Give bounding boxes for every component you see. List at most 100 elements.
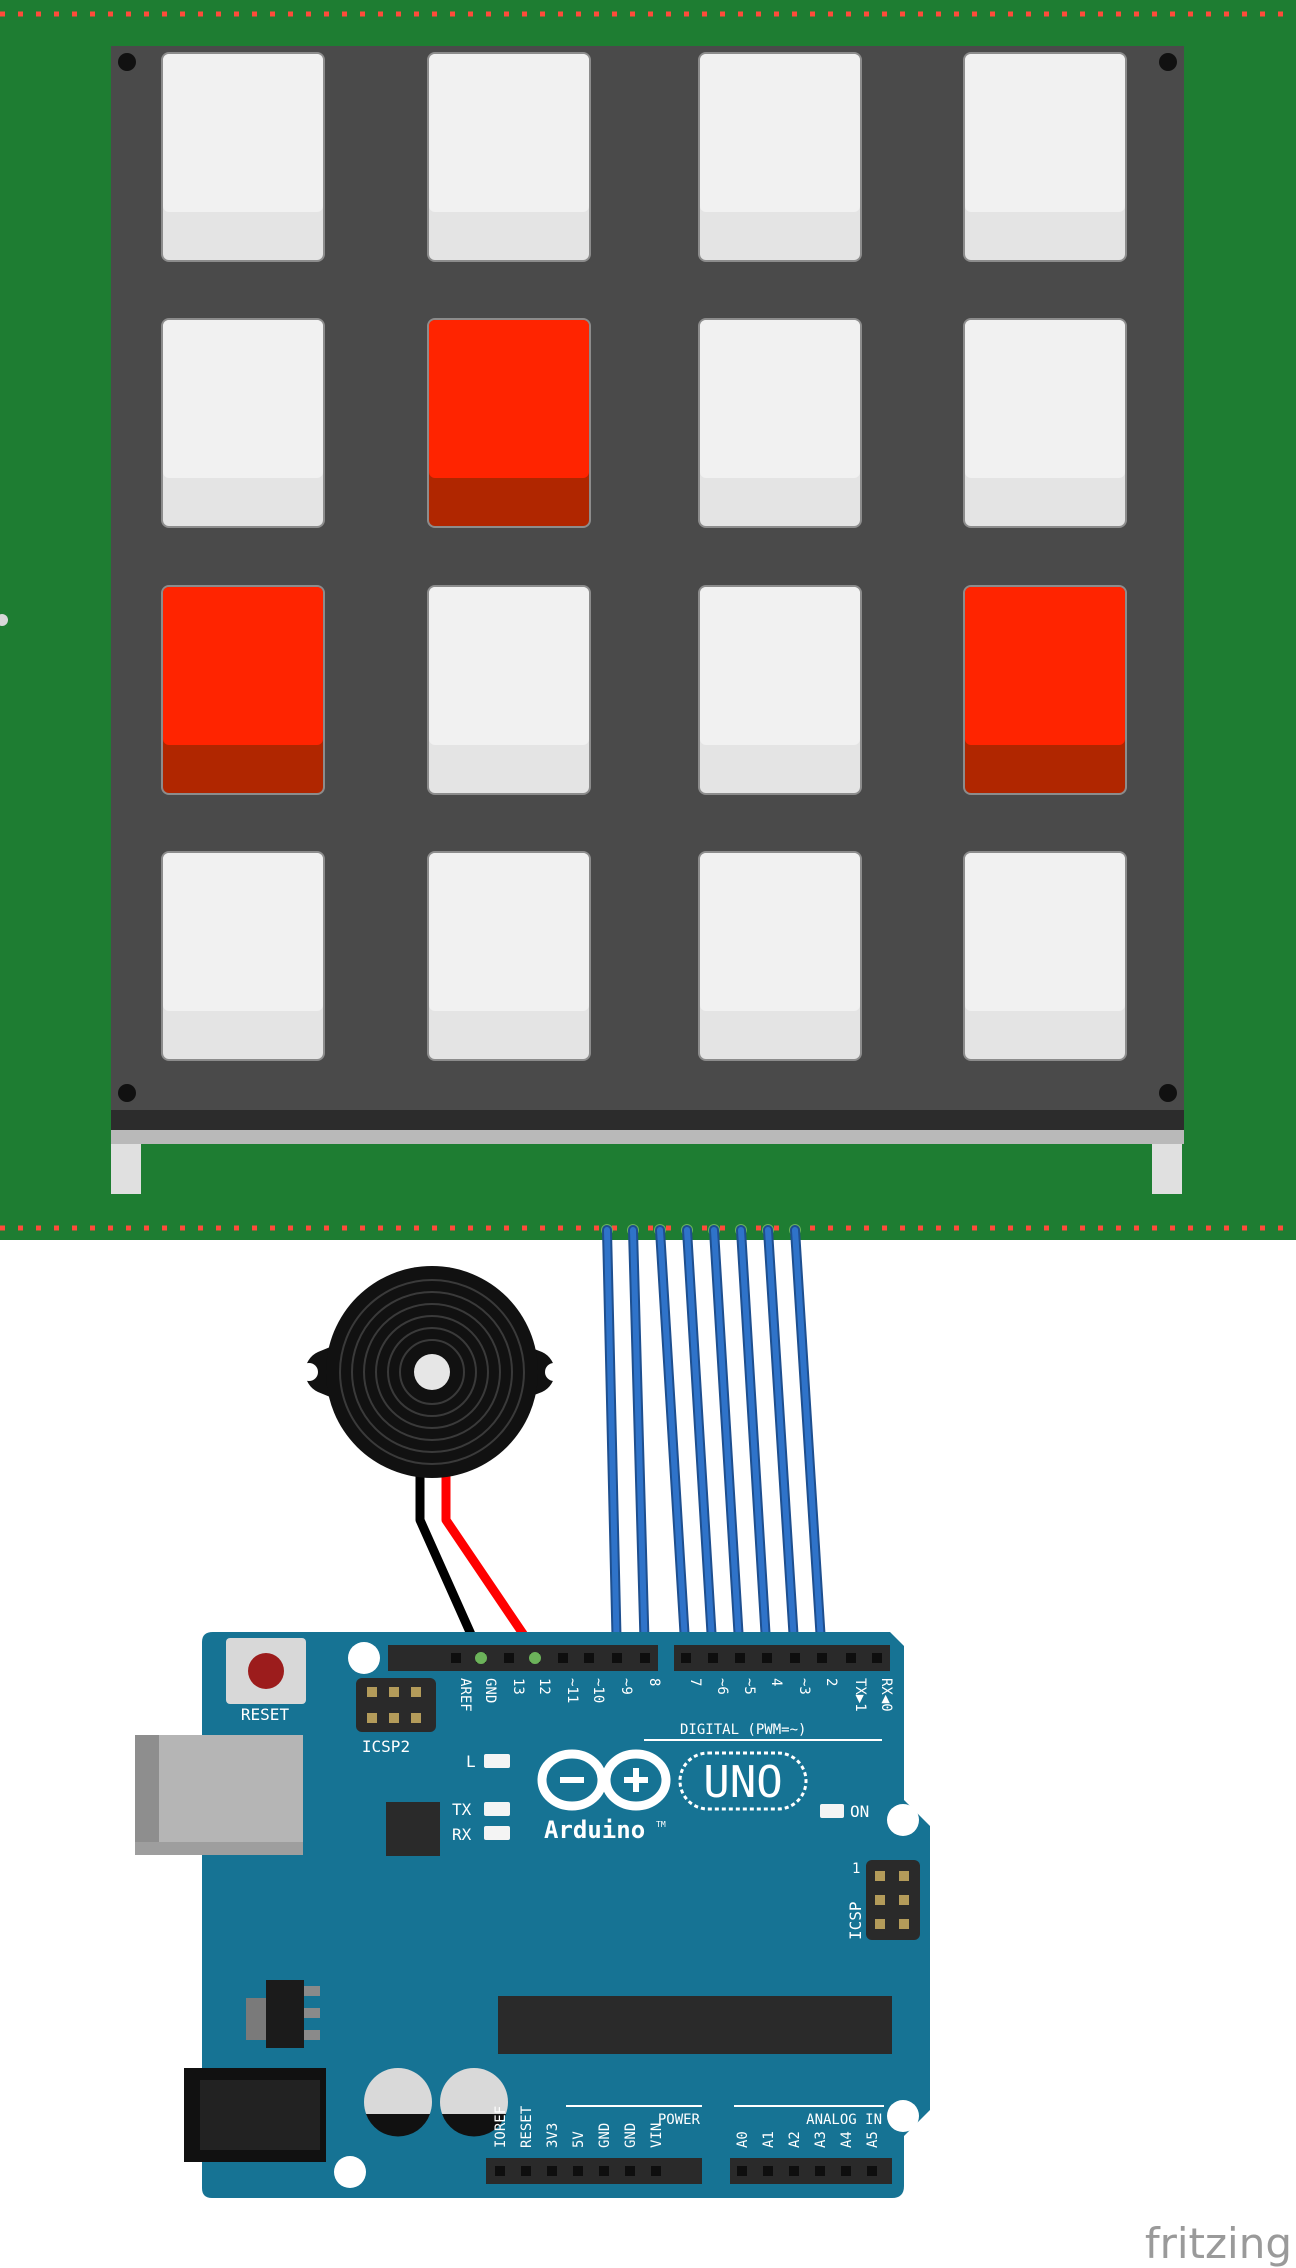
voltage-regulator-body [266, 1980, 304, 2048]
digital-pin-label: 12 [536, 1678, 552, 1695]
digital-pin-label: ~5 [741, 1678, 757, 1695]
key-cap [429, 853, 589, 1011]
key-cap [700, 587, 860, 745]
key-cap [700, 54, 860, 212]
header-pin [599, 2166, 609, 2176]
mount-hole [1159, 53, 1177, 71]
key-cap [163, 54, 323, 212]
header-pin [521, 2166, 531, 2176]
led-l [484, 1754, 510, 1768]
buzzer-center [414, 1354, 450, 1390]
icsp-label: ICSP [846, 1901, 865, 1940]
header-pin [790, 1653, 800, 1663]
key [963, 851, 1127, 1061]
header-pin [817, 1653, 827, 1663]
header-pin [547, 2166, 557, 2176]
icsp-pin [875, 1871, 885, 1881]
mount-hole [1159, 1084, 1177, 1102]
header-pin [640, 1653, 650, 1663]
header-pin [573, 2166, 583, 2176]
regulator-pin [304, 2008, 320, 2018]
key [427, 52, 591, 262]
digital-pin-label: GND [482, 1678, 498, 1703]
analog-pin-label: A4 [839, 2131, 855, 2148]
power-pin-label: GND [623, 2123, 639, 2148]
signal-wire [684, 1227, 716, 1661]
voltage-regulator [246, 1998, 268, 2040]
key-cap [965, 54, 1125, 212]
pin12-wire-end [529, 1652, 541, 1664]
header-pin [789, 2166, 799, 2176]
icsp2-label: ICSP2 [362, 1737, 410, 1756]
signal-wire [604, 1227, 620, 1661]
key [698, 52, 862, 262]
icsp2-pins [367, 1687, 421, 1723]
key [698, 585, 862, 795]
keypad-leg-right [1152, 1144, 1182, 1194]
header-pin [504, 1653, 514, 1663]
mount-hole [118, 53, 136, 71]
keypad-module [0, 0, 1296, 1240]
key [963, 52, 1127, 262]
signal-wire [765, 1227, 798, 1661]
key-cap [965, 587, 1125, 745]
keypad-signal-wires [602, 1225, 828, 1664]
digital-pin-label: AREF [457, 1678, 473, 1712]
reset-label: RESET [241, 1705, 290, 1724]
key-cap [429, 587, 589, 745]
signal-wire [630, 1227, 648, 1661]
keypad-keys [161, 52, 1127, 1061]
uno-badge [678, 1751, 808, 1811]
key-cap [429, 54, 589, 212]
microcontroller-chip [498, 1996, 892, 2054]
power-pin-label: GND [597, 2123, 613, 2148]
power-pin-label: 5V [571, 2131, 587, 2148]
power-pin-label: RESET [519, 2105, 535, 2148]
key-cap [429, 320, 589, 478]
led-rx [484, 1826, 510, 1840]
digital-pin-label: ~6 [714, 1678, 730, 1695]
power-pin-label: 3V3 [545, 2123, 561, 2148]
buzzer-ring [363, 1303, 501, 1441]
power-pin-label: IOREF [493, 2106, 509, 2148]
regulator-pin [304, 1986, 320, 1996]
digital-pin-label: ~10 [590, 1678, 606, 1703]
key-cap [163, 320, 323, 478]
header-pin [846, 1653, 856, 1663]
icsp2-pin [367, 1687, 377, 1697]
buzzer-ring [375, 1315, 489, 1429]
key-pressed [427, 318, 591, 528]
key [161, 851, 325, 1061]
digital-pin-label: ~11 [564, 1678, 580, 1703]
power-header [486, 2158, 702, 2184]
led-on-label: ON [850, 1802, 869, 1821]
power-pins [495, 2166, 661, 2176]
icsp-pin [899, 1871, 909, 1881]
buzzer-wire-gnd [415, 1475, 483, 1652]
led-on [820, 1804, 844, 1818]
buzzer-mount-hole [300, 1363, 318, 1381]
header-pin [651, 2166, 661, 2176]
analog-pin-label: A2 [787, 2131, 803, 2148]
header-pin [762, 1653, 772, 1663]
signal-wire [657, 1227, 689, 1661]
buzzer-ring [351, 1291, 513, 1453]
dc-power-jack-inner [200, 2080, 320, 2150]
header-pin [841, 2166, 851, 2176]
key [161, 52, 325, 262]
digital-pin-label: ~9 [618, 1678, 634, 1695]
gnd-wire-end [475, 1652, 487, 1664]
arduino-logo-icon [537, 1749, 671, 1811]
key-cap [163, 853, 323, 1011]
key-cap [965, 853, 1125, 1011]
icsp-pin [875, 1919, 885, 1929]
header-pin [495, 2166, 505, 2176]
header-pin [735, 1653, 745, 1663]
icsp-pins [875, 1871, 909, 1929]
uno-label: UNO [703, 1757, 782, 1808]
digital-pin-label: ~3 [796, 1678, 812, 1695]
trademark-label: TM [656, 1820, 666, 1829]
icsp2-header [356, 1678, 436, 1732]
header-pin [708, 1653, 718, 1663]
